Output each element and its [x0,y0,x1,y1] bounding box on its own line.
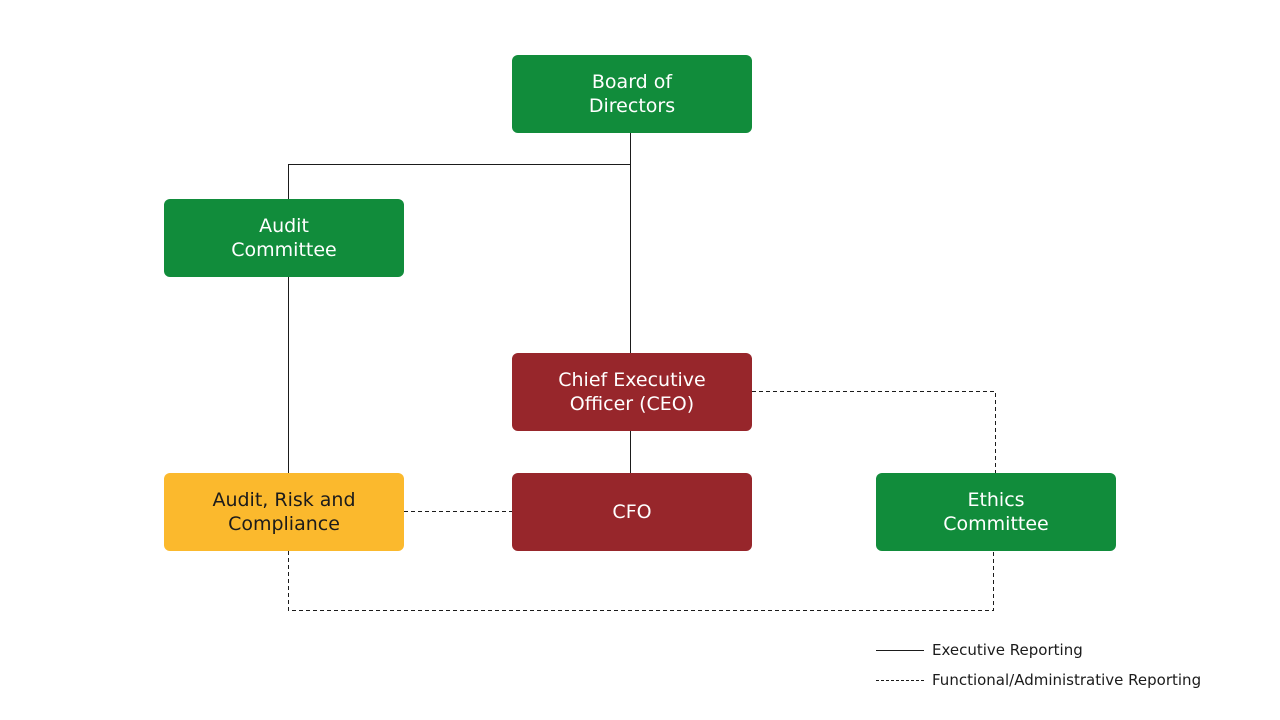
ceo-label: Chief Executive Officer (CEO) [558,369,706,415]
ceo-box: Chief Executive Officer (CEO) [512,353,752,431]
ethics-committee-label: Ethics Committee [943,489,1049,535]
legend-solid-line-swatch [876,649,924,651]
cfo-label: CFO [612,501,652,523]
legend-item-functional: Functional/Administrative Reporting [876,668,1201,692]
legend-functional-label: Functional/Administrative Reporting [932,671,1202,689]
legend: Executive Reporting Functional/Administr… [876,638,1201,698]
board-of-directors-box: Board of Directors [512,55,752,133]
ethics-committee-box: Ethics Committee [876,473,1116,551]
dashed-line-arc-to-ethics [288,551,994,611]
legend-executive-label: Executive Reporting [932,641,1083,659]
board-of-directors-label: Board of Directors [588,71,676,117]
audit-risk-compliance-label: Audit, Risk and Compliance [212,489,356,535]
cfo-box: CFO [512,473,752,551]
legend-dashed-line-swatch [876,679,924,681]
dashed-line-ceo-to-ethics [752,391,996,473]
audit-committee-label: Audit Committee [231,215,337,261]
audit-committee-box: Audit Committee [164,199,404,277]
legend-item-executive: Executive Reporting [876,638,1201,662]
audit-risk-compliance-box: Audit, Risk and Compliance [164,473,404,551]
line-board-to-audit-committee [288,133,631,199]
